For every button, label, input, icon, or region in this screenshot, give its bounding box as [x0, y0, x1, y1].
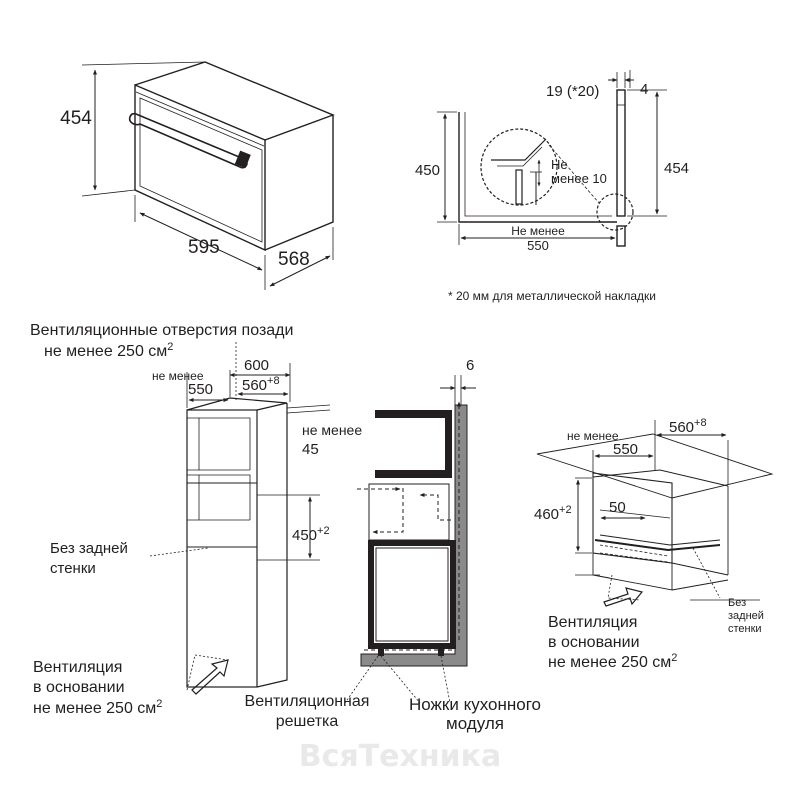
airflow-grille-line2: решетка — [276, 713, 339, 730]
under-no-back-line2: задней — [728, 610, 764, 622]
tall-vent-back-line2: не менее 250 см2 — [44, 341, 173, 360]
under-no-back-line3: стенки — [728, 623, 762, 635]
oven-perspective — [81, 61, 335, 290]
airflow-legs-line1: Ножки кухонного — [409, 695, 541, 714]
oven-depth-label: 568 — [278, 249, 310, 270]
tall-no-back-line1: Без задней — [50, 540, 128, 557]
tall-dim-550: 550 — [188, 381, 213, 398]
airflow-section — [344, 375, 476, 704]
tall-vent-base-line2: в основании — [33, 679, 125, 696]
tall-dim-450: 450+2 — [292, 525, 330, 544]
under-dim-460: 460+2 — [534, 504, 572, 523]
airflow-dim-6: 6 — [466, 357, 474, 374]
tall-min45-line1: не менее — [302, 422, 362, 438]
section-view — [437, 70, 667, 247]
under-dim-560: 560+8 — [669, 417, 707, 436]
tall-vent-base-line1: Вентиляция — [33, 659, 122, 676]
section-bottom-label-1: Не менее — [511, 224, 565, 238]
section-height-450: 450 — [415, 162, 440, 179]
oven-height-label: 454 — [60, 108, 92, 129]
under-no-back-line1: Без — [728, 597, 746, 609]
section-dim-4: 4 — [640, 81, 648, 98]
tall-dim-600: 600 — [244, 357, 269, 374]
tall-vent-back-line1: Вентиляционные отверстия позади — [30, 322, 293, 339]
watermark: ВсяТехника — [299, 739, 501, 774]
airflow-grille-line1: Вентиляционная — [245, 693, 370, 710]
section-dim-19: 19 (*20) — [546, 83, 599, 100]
tall-min45-line2: 45 — [302, 441, 319, 458]
tall-no-back-line2: стенки — [50, 560, 96, 577]
under-min-label: не менее — [567, 429, 619, 443]
under-vent-line3: не менее 250 см2 — [548, 652, 677, 671]
under-dim-550: 550 — [613, 441, 638, 458]
section-height-454: 454 — [664, 160, 689, 177]
tall-dim-560: 560+8 — [242, 375, 280, 394]
oven-width-label: 595 — [188, 237, 220, 258]
tall-min-label: не менее — [152, 369, 204, 383]
tall-cabinet — [149, 342, 331, 695]
tall-vent-base-line3: не менее 250 см2 — [33, 698, 162, 717]
airflow-legs-line2: модуля — [446, 714, 504, 733]
undercounter-cabinet — [536, 420, 774, 607]
section-detail-label-2: менее 10 — [551, 171, 607, 186]
under-vent-line1: Вентиляция — [548, 614, 637, 631]
section-footnote: * 20 мм для металлической накладки — [448, 289, 656, 303]
under-dim-50: 50 — [609, 499, 626, 516]
section-detail-label-1: Не — [551, 157, 568, 172]
under-vent-line2: в основании — [548, 634, 640, 651]
section-bottom-label-2: 550 — [527, 238, 549, 253]
